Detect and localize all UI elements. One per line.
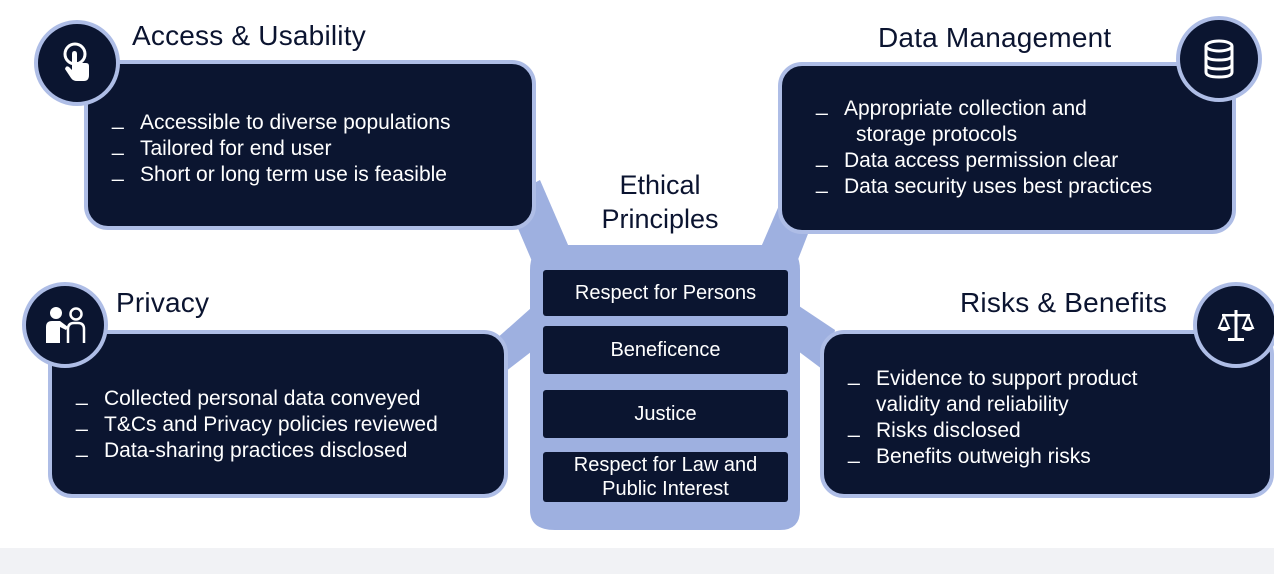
access-icon-circle	[34, 20, 120, 106]
list-item: Evidence to support product validity and…	[848, 362, 1138, 418]
data-management-icon-circle	[1176, 16, 1262, 102]
privacy-card: Collected personal data conveyed T&Cs an…	[48, 330, 508, 498]
touch-icon	[63, 42, 89, 81]
privacy-list: Collected personal data conveyed T&Cs an…	[76, 382, 438, 464]
risks-card: Evidence to support product validity and…	[820, 330, 1274, 498]
list-item-line: validity and reliability	[876, 393, 1069, 416]
list-item: Accessible to diverse populations	[112, 106, 451, 136]
list-item: Tailored for end user	[112, 132, 451, 162]
list-item: Short or long term use is feasible	[112, 158, 451, 188]
list-item-line: Appropriate collection and	[844, 97, 1087, 120]
center-title-line: Ethical	[619, 170, 701, 200]
list-item: Data access permission clear	[816, 144, 1152, 174]
privacy-icon-circle	[22, 282, 108, 368]
center-title: Ethical Principles	[560, 168, 760, 236]
database-icon	[1204, 39, 1234, 79]
principle-label: Respect for Law and Public Interest	[573, 454, 758, 500]
data-management-title: Data Management	[878, 22, 1112, 53]
list-item: T&Cs and Privacy policies reviewed	[76, 408, 438, 438]
people-icon	[46, 307, 86, 343]
principle-label: Beneficence	[610, 339, 721, 361]
principle-label: Justice	[634, 403, 697, 425]
list-item: Data security uses best practices	[816, 170, 1152, 200]
list-item: Risks disclosed	[848, 414, 1138, 444]
principle-box: Respect for Law and Public Interest	[543, 452, 788, 502]
list-item: Collected personal data conveyed	[76, 382, 438, 412]
principle-label: Respect for Persons	[574, 282, 757, 304]
list-item-line: Evidence to support product	[876, 367, 1138, 390]
data-management-list: Appropriate collection and storage proto…	[816, 92, 1152, 200]
principle-box: Respect for Persons	[543, 270, 788, 316]
list-item: Benefits outweigh risks	[848, 440, 1138, 470]
bottom-band	[0, 548, 1274, 574]
list-item-line: storage protocols	[856, 123, 1018, 146]
scales-icon	[1217, 310, 1255, 341]
center-title-line: Principles	[601, 204, 719, 234]
access-title: Access & Usability	[132, 20, 366, 51]
risks-list: Evidence to support product validity and…	[848, 362, 1138, 470]
principle-box: Beneficence	[543, 326, 788, 374]
privacy-title: Privacy	[116, 287, 210, 318]
data-management-card: Appropriate collection and storage proto…	[778, 62, 1236, 234]
access-list: Accessible to diverse populations Tailor…	[112, 106, 451, 188]
access-card: Accessible to diverse populations Tailor…	[84, 60, 536, 230]
risks-icon-circle	[1193, 282, 1274, 368]
risks-title: Risks & Benefits	[960, 287, 1168, 318]
principle-box: Justice	[543, 390, 788, 438]
list-item: Appropriate collection and storage proto…	[816, 92, 1152, 148]
list-item: Data-sharing practices disclosed	[76, 434, 438, 464]
